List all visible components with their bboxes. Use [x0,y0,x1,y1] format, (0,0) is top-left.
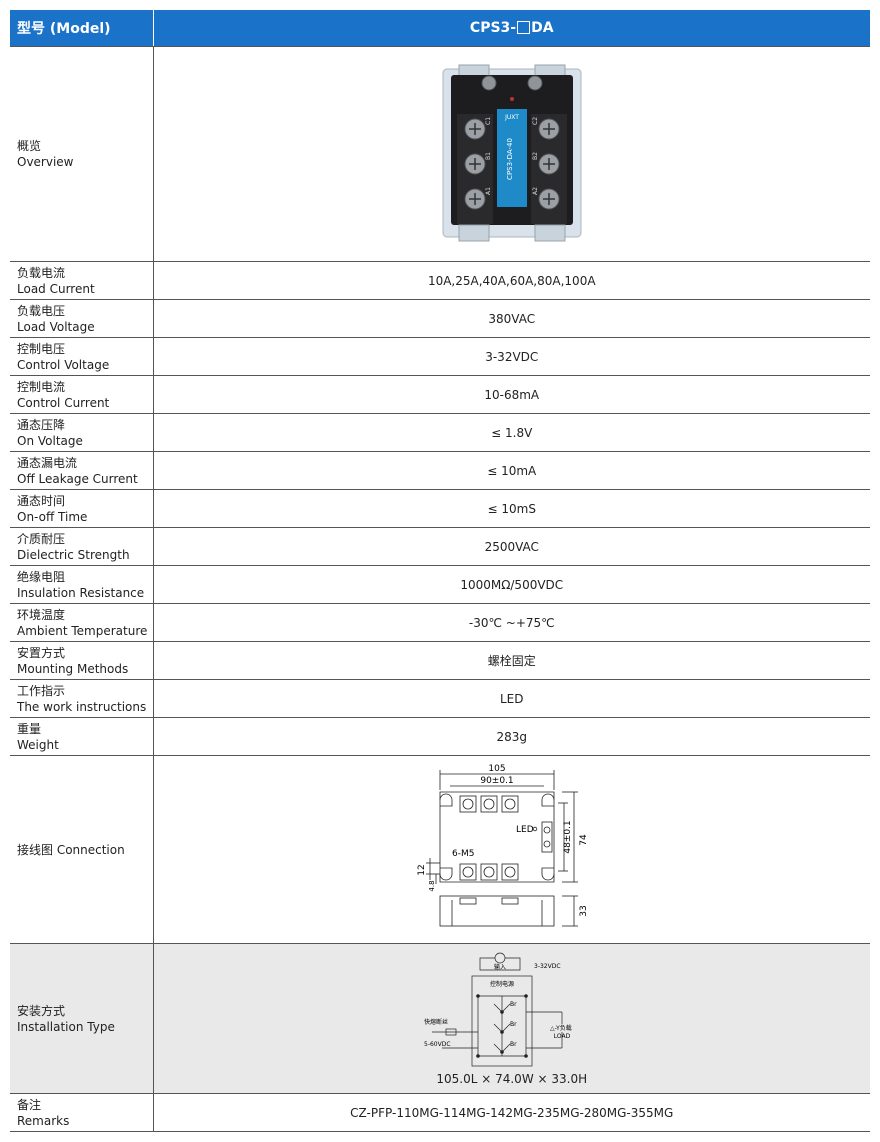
dim-overall-width: 105 [488,764,505,774]
header-row: 型号 (Model) CPS3-DA [10,10,870,47]
row-value: LED [153,679,870,718]
dim-hole-spacing: 90±0.1 [480,776,513,786]
thyristor-label-1: Br [510,1001,517,1008]
dim-height: 74 [579,834,589,846]
model-label-text: CPS3-DA-40 [506,138,514,180]
row-value: 1000MΩ/500VDC [153,565,870,604]
row-value: CZ-PFP-110MG-114MG-142MG-235MG-280MG-355… [153,1093,870,1132]
model-header-value: CPS3-DA [153,10,870,47]
input-voltage: 3-32VDC [534,963,561,970]
terminal-screws [456,114,567,224]
model-header-label: 型号 (Model) [10,10,154,47]
svg-text:C1: C1 [485,117,492,125]
row-value: ≤ 1.8V [153,413,870,452]
row-value: 10A,25A,40A,60A,80A,100A [153,261,870,300]
load-label: △-Y负载 [550,1024,572,1032]
input-label: 输入 [494,963,506,971]
wiring-diagram-cell: 输入 3-32VDC 控制电源 Br Br Br 快熔断丝 5-60VDC △-… [153,943,870,1094]
thyristor-label-2: Br [510,1021,517,1028]
product-image: JUXT CPS3-DA-40 [442,64,582,242]
svg-text:A2: A2 [532,187,539,195]
load-en-label: LOAD [554,1033,571,1040]
dimension-drawing-cell: 105 90±0.1 LED 6-M5 74 48±0.1 12 4.8 33 [153,755,870,944]
dim-hole-height: 48±0.1 [563,820,573,853]
model-placeholder-box [517,21,531,34]
fuse-label: 快熔断丝 [424,1018,448,1026]
row-value: 283g [153,717,870,756]
dim-slot-small: 4.8 [428,880,436,891]
thyristor-label-3: Br [510,1041,517,1048]
row-value: ≤ 10mA [153,451,870,490]
row-value: 螺栓固定 [153,641,870,680]
wiring-diagram: 输入 3-32VDC 控制电源 Br Br Br 快熔断丝 5-60VDC △-… [424,952,572,1066]
product-image-cell: JUXT CPS3-DA-40 [153,46,870,262]
dim-slot: 12 [417,864,427,875]
brand-text: JUXT [504,114,519,121]
svg-text:B1: B1 [485,152,492,160]
row-label: 接线图 Connection [10,755,154,944]
row-value: 10-68mA [153,375,870,414]
control-label: 控制电源 [490,980,514,988]
row-value: 2500VAC [153,527,870,566]
row-connection: 接线图 Connection [10,755,870,944]
screw-label: 6-M5 [452,849,474,859]
supply-label: 5-60VDC [424,1041,451,1048]
dim-thickness: 33 [579,905,589,916]
svg-text:A1: A1 [485,187,492,195]
row-value: 3-32VDC [153,337,870,376]
row-value: -30℃ ~+75℃ [153,603,870,642]
row-value: 380VAC [153,299,870,338]
svg-text:B2: B2 [532,152,539,160]
dimension-drawing: 105 90±0.1 LED 6-M5 74 48±0.1 12 4.8 33 [417,764,589,926]
installation-dimensions: 105.0L × 74.0W × 33.0H [436,1071,588,1086]
led-label: LED [516,825,534,835]
row-value: ≤ 10mS [153,489,870,528]
svg-text:C2: C2 [532,117,539,125]
